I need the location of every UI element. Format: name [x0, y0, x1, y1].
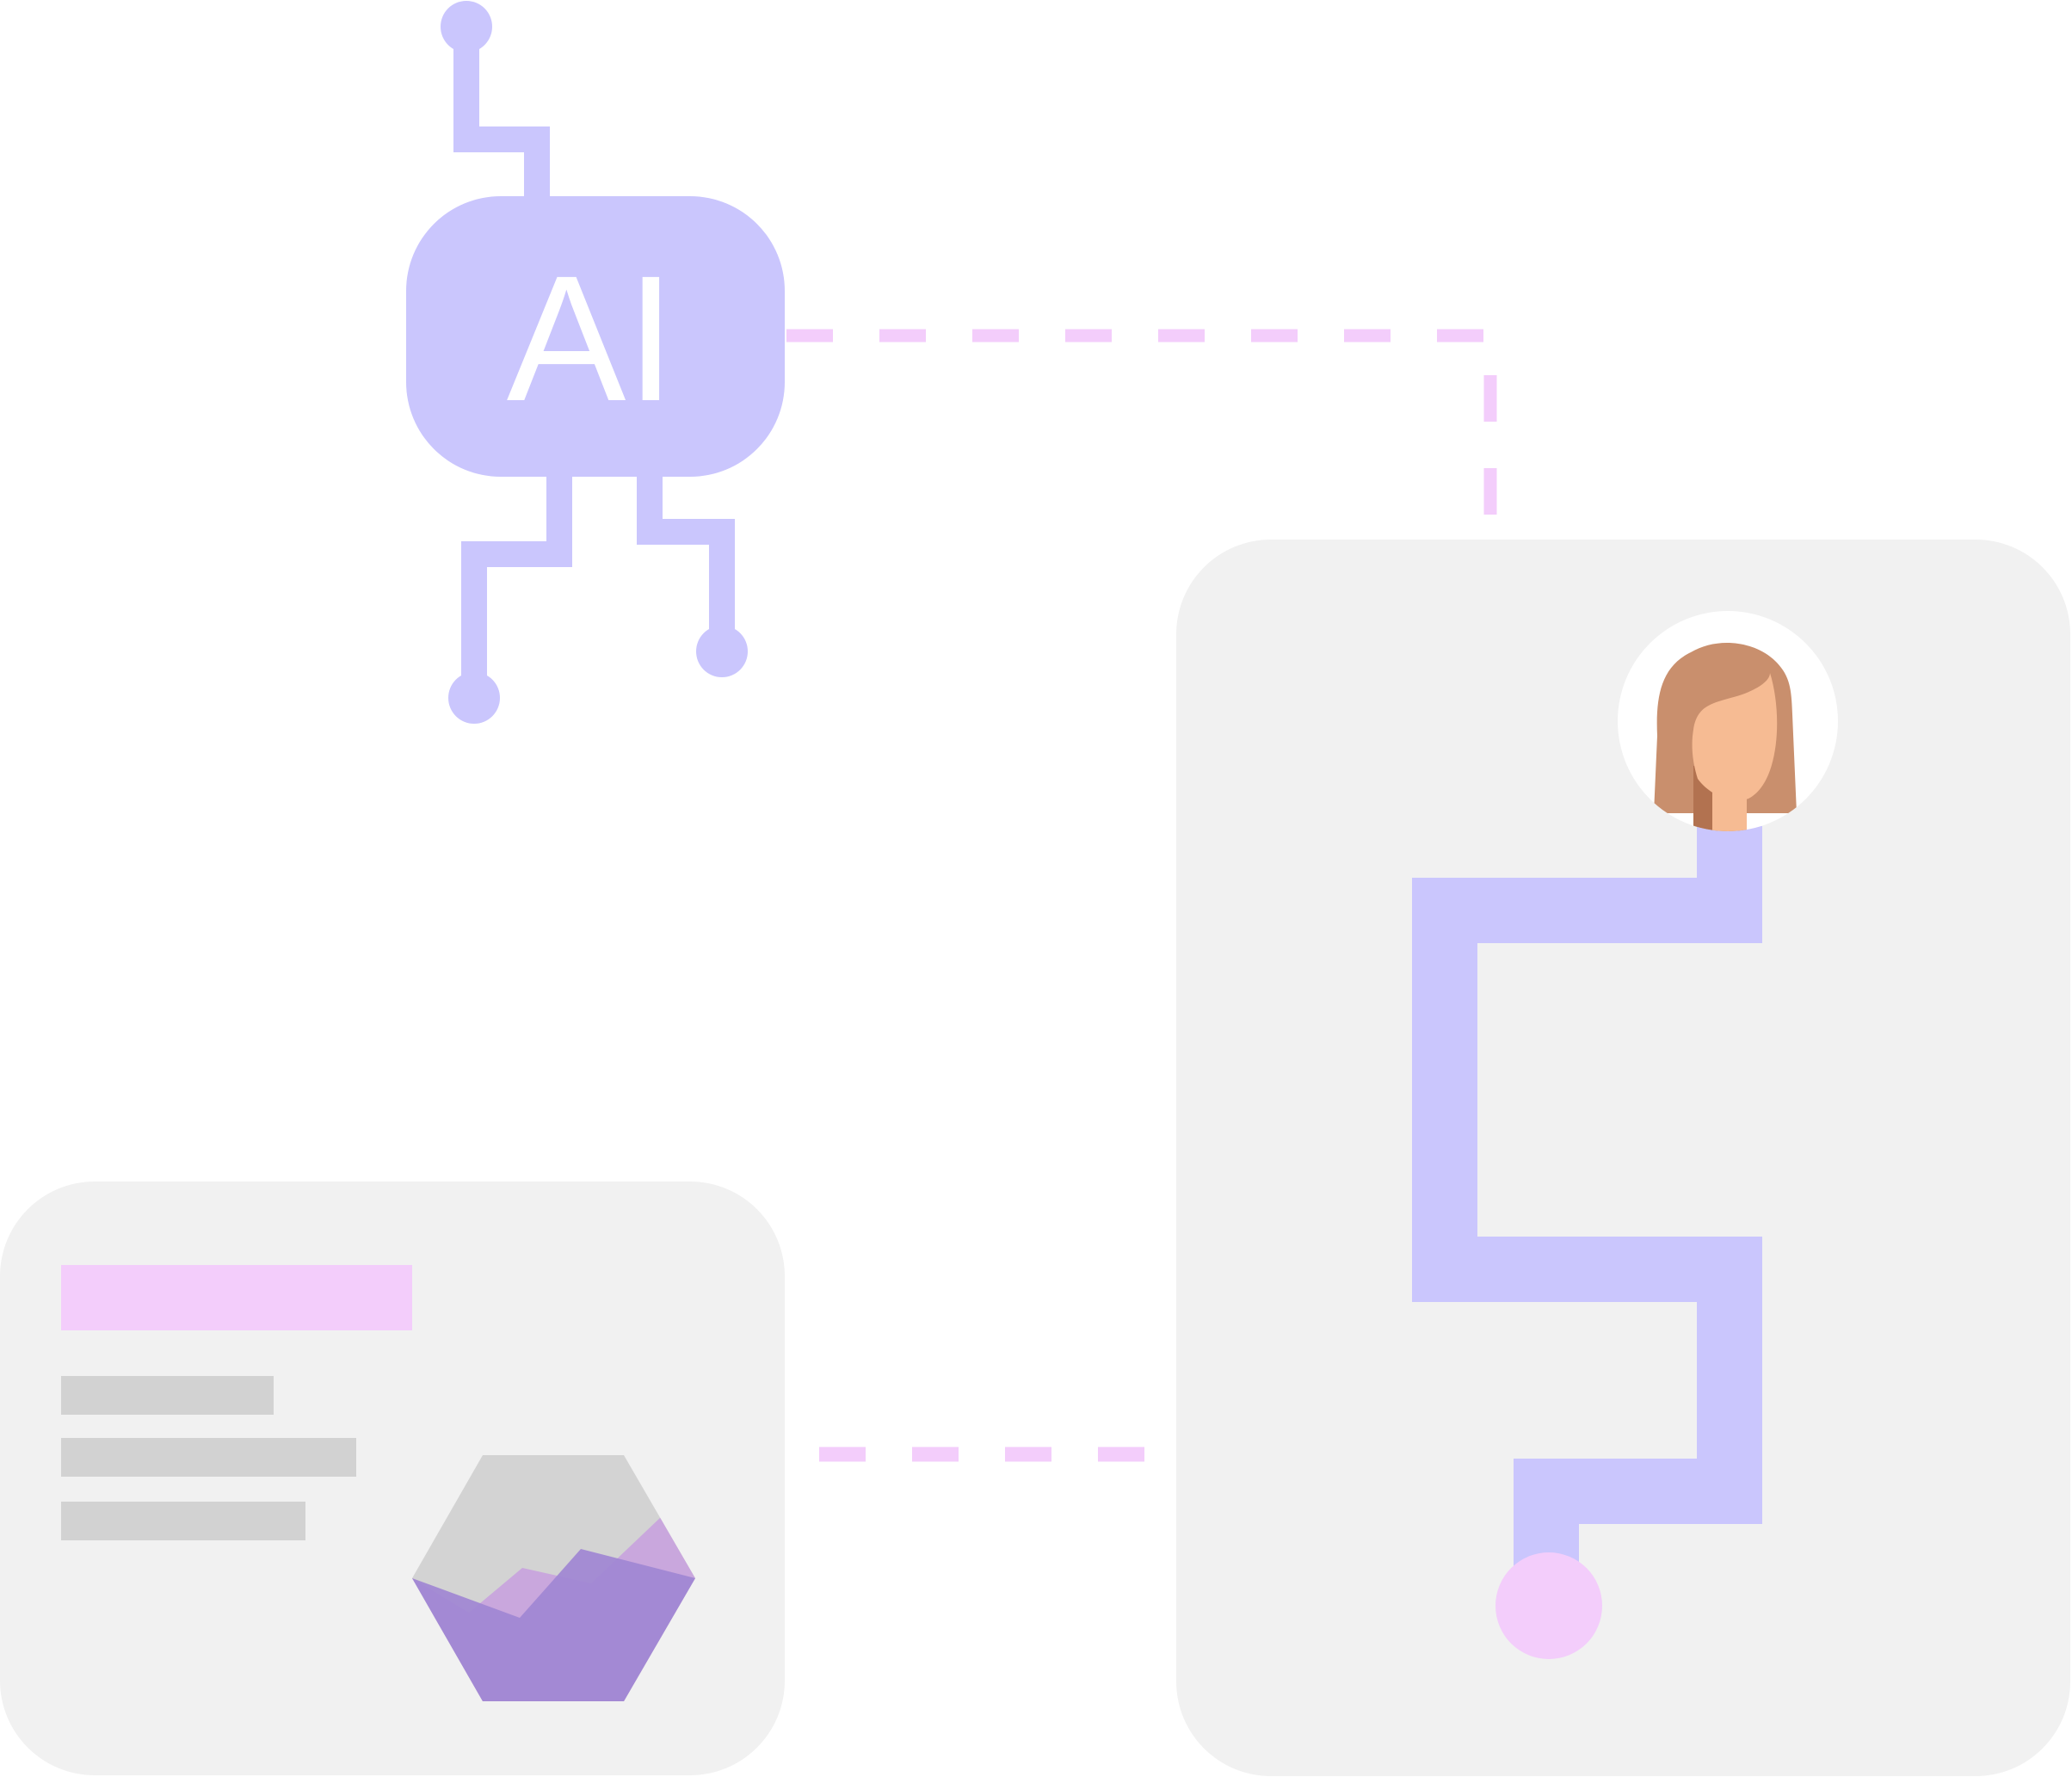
dashed-connector-top	[786, 329, 1497, 516]
workflow-panel-bg	[1176, 540, 2070, 1776]
ai-chip-body	[406, 196, 785, 477]
woman-avatar-icon	[1618, 611, 1838, 831]
chip-pin-top-icon	[441, 1, 492, 52]
endpoint-dot-icon	[1495, 1552, 1602, 1659]
workflow-panel	[1176, 540, 2070, 1776]
hexagon-chart-icon	[412, 1455, 695, 1701]
workflow-path	[1412, 826, 1762, 1601]
chip-pin-right-icon	[696, 626, 748, 677]
avatar-face	[1692, 673, 1778, 801]
chip-pin-left-icon	[448, 672, 500, 724]
card-title-bar	[61, 1265, 412, 1330]
ai-chip-circuit	[453, 30, 735, 693]
content-card	[0, 1182, 785, 1775]
card-text-line-3	[61, 1502, 305, 1540]
hexagon-area-front	[412, 1549, 695, 1701]
ai-chip-label: AI	[507, 239, 676, 439]
ai-chip-pins	[441, 1, 748, 724]
card-text-line-1	[61, 1376, 274, 1415]
ai-chip-icon: AI	[406, 196, 785, 477]
card-text-line-2	[61, 1438, 356, 1477]
